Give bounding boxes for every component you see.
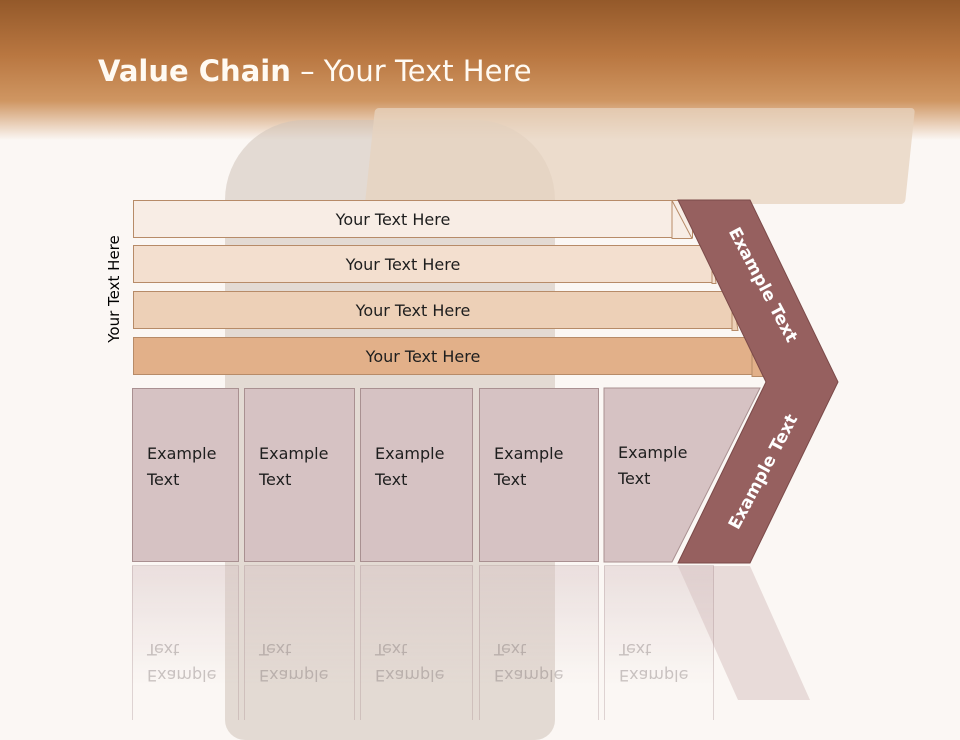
row-1: Your Text Here (133, 200, 693, 238)
chevron-reflection (678, 566, 810, 700)
reflection-column-3: Example Text (360, 565, 473, 720)
column-3: Example Text (360, 388, 473, 562)
row-4-text: Your Text Here (365, 346, 481, 366)
slide-title: Value Chain – Your Text Here (98, 54, 532, 88)
row-2: Your Text Here (133, 245, 713, 283)
chevron-arrow (677, 199, 839, 564)
diagram-reflection: Example Text Example Text Example Text E… (0, 563, 960, 720)
reflection-column-5: Example Text (604, 565, 714, 720)
reflection-column-2: Example Text (244, 565, 355, 720)
row-1-tip (671, 200, 693, 239)
title-rest: – Your Text Here (290, 54, 532, 88)
reflection-text-5: Example Text (619, 640, 689, 685)
column-4: Example Text (479, 388, 599, 562)
reflection-text-1: Example Text (147, 640, 217, 685)
row-4: Your Text Here (133, 337, 753, 375)
column-4-text: Example Text (494, 444, 564, 489)
reflection-column-1: Example Text (132, 565, 239, 720)
row-1-text: Your Text Here (335, 209, 451, 229)
reflection-text-2: Example Text (259, 640, 329, 685)
column-2: Example Text (244, 388, 355, 562)
row-3: Your Text Here (133, 291, 733, 329)
column-5-text: Example Text (618, 443, 688, 488)
reflection-text-3: Example Text (375, 640, 445, 685)
column-1: Example Text (132, 388, 239, 562)
column-5-shape (603, 387, 761, 563)
column-3-text: Example Text (375, 444, 445, 489)
column-2-text: Example Text (259, 444, 329, 489)
column-5-label: Example Text (604, 388, 714, 562)
diagram-shapes (603, 199, 839, 700)
reflection-column-4: Example Text (479, 565, 599, 720)
reflection-text-4: Example Text (494, 640, 564, 685)
row-2-text: Your Text Here (345, 254, 461, 274)
title-bold: Value Chain (98, 54, 291, 88)
row-3-text: Your Text Here (355, 300, 471, 320)
column-1-text: Example Text (147, 444, 217, 489)
